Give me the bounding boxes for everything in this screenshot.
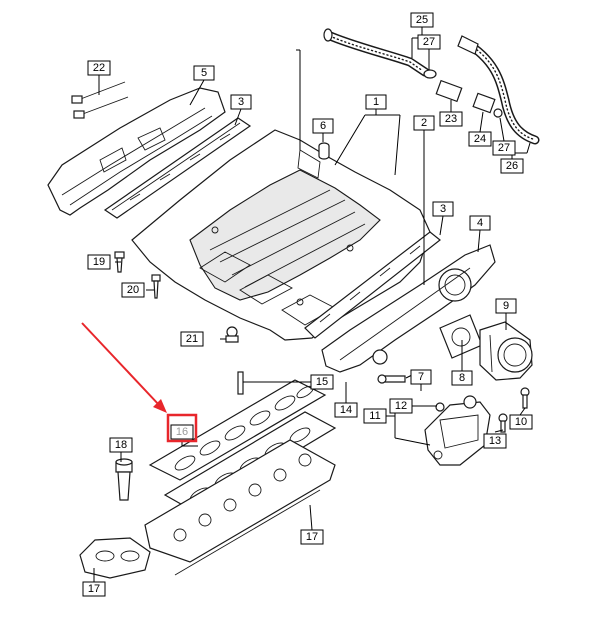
part-18-sensor	[115, 458, 133, 501]
callout-6: 6	[312, 118, 334, 134]
bolt-7	[377, 374, 406, 384]
callout-17-left-label: 17	[88, 583, 100, 595]
callout-3-right-label: 3	[440, 203, 446, 215]
part-3-gasket-left	[103, 117, 252, 219]
callout-17-bottom-left: 17	[82, 581, 106, 597]
bolt-20	[151, 274, 161, 299]
callout-23-label: 23	[445, 113, 457, 125]
callout-5: 5	[193, 65, 215, 81]
callout-1: 1	[365, 94, 387, 110]
part-24-valve	[472, 92, 503, 118]
callout-3-left: 3	[230, 94, 252, 110]
callout-27-right-label: 27	[498, 142, 510, 154]
bolt-13	[498, 413, 508, 433]
callout-24: 24	[468, 131, 492, 147]
callout-4-label: 4	[477, 217, 483, 229]
part-16-gasket-upper	[148, 379, 327, 481]
callout-8-label: 8	[459, 372, 465, 384]
bolt-10	[520, 387, 530, 409]
callout-27-right: 27	[492, 140, 516, 156]
callout-21: 21	[180, 331, 204, 347]
callout-17-right-label: 17	[306, 531, 318, 543]
callout-9-label: 9	[503, 300, 509, 312]
callout-5-label: 5	[201, 67, 207, 79]
part-23-valve	[423, 69, 463, 103]
callout-23: 23	[439, 111, 463, 127]
callout-10-label: 10	[515, 416, 527, 428]
callout-11-label: 11	[369, 410, 380, 422]
part-5-intake-cover	[47, 87, 226, 216]
callout-18: 18	[109, 437, 133, 453]
callout-13-label: 13	[489, 435, 501, 447]
leader-lines	[93, 27, 531, 582]
callout-21-label: 21	[186, 333, 198, 345]
callout-10: 10	[509, 414, 533, 430]
callout-13: 13	[483, 433, 507, 449]
callout-15-label: 15	[316, 376, 328, 388]
callout-27-top: 27	[417, 34, 441, 50]
callout-8: 8	[451, 370, 473, 386]
part-6-bushing	[318, 142, 330, 160]
callout-26: 26	[500, 158, 524, 174]
callout-2-label: 2	[421, 117, 427, 129]
callout-3-left-label: 3	[238, 96, 244, 108]
part-22-connectors	[71, 81, 129, 119]
callout-19-label: 19	[93, 256, 105, 268]
part-1-intake-manifold	[131, 129, 431, 341]
callout-2: 2	[413, 115, 435, 131]
part-3-gasket-right	[304, 231, 441, 339]
part-26-breather-hose	[457, 35, 540, 145]
callout-22-label: 22	[93, 62, 105, 74]
part-9-throttle-body	[479, 321, 533, 381]
callout-14: 14	[334, 402, 358, 418]
callout-6-label: 6	[320, 120, 326, 132]
callout-20-label: 20	[127, 284, 139, 296]
callout-20: 20	[121, 282, 145, 298]
callout-16-highlighted: 16	[166, 413, 198, 443]
callout-25-label: 25	[416, 14, 428, 26]
callout-12-label: 12	[395, 400, 407, 412]
callout-4: 4	[469, 215, 491, 231]
callout-25: 25	[410, 12, 434, 28]
bolt-21	[225, 326, 239, 343]
washer-12	[435, 402, 445, 412]
callout-15: 15	[310, 374, 334, 390]
callout-9: 9	[495, 298, 517, 314]
callout-18-label: 18	[115, 439, 127, 451]
part-25-breather-hose	[323, 28, 430, 77]
part-17-lower-section	[79, 439, 336, 579]
callout-17-bottom-right: 17	[300, 529, 324, 545]
callout-7-label: 7	[418, 371, 424, 383]
callout-22: 22	[87, 60, 111, 76]
part-15-stud	[237, 371, 244, 395]
highlight-arrow	[81, 322, 167, 413]
part-4-manifold-lower	[321, 244, 496, 373]
callout-26-label: 26	[506, 160, 518, 172]
callout-1-label: 1	[373, 96, 379, 108]
callout-12: 12	[389, 398, 413, 414]
callout-19: 19	[87, 254, 111, 270]
callout-24-label: 24	[474, 133, 486, 145]
highlight-box	[166, 413, 198, 443]
callout-11: 11	[363, 408, 387, 424]
part-8-gasket	[439, 314, 483, 359]
callout-7: 7	[410, 369, 432, 385]
callout-16-label: 16	[176, 426, 188, 438]
callout-3-right: 3	[432, 201, 454, 217]
callout-14-label: 14	[340, 404, 352, 416]
callout-27-top-label: 27	[423, 36, 435, 48]
